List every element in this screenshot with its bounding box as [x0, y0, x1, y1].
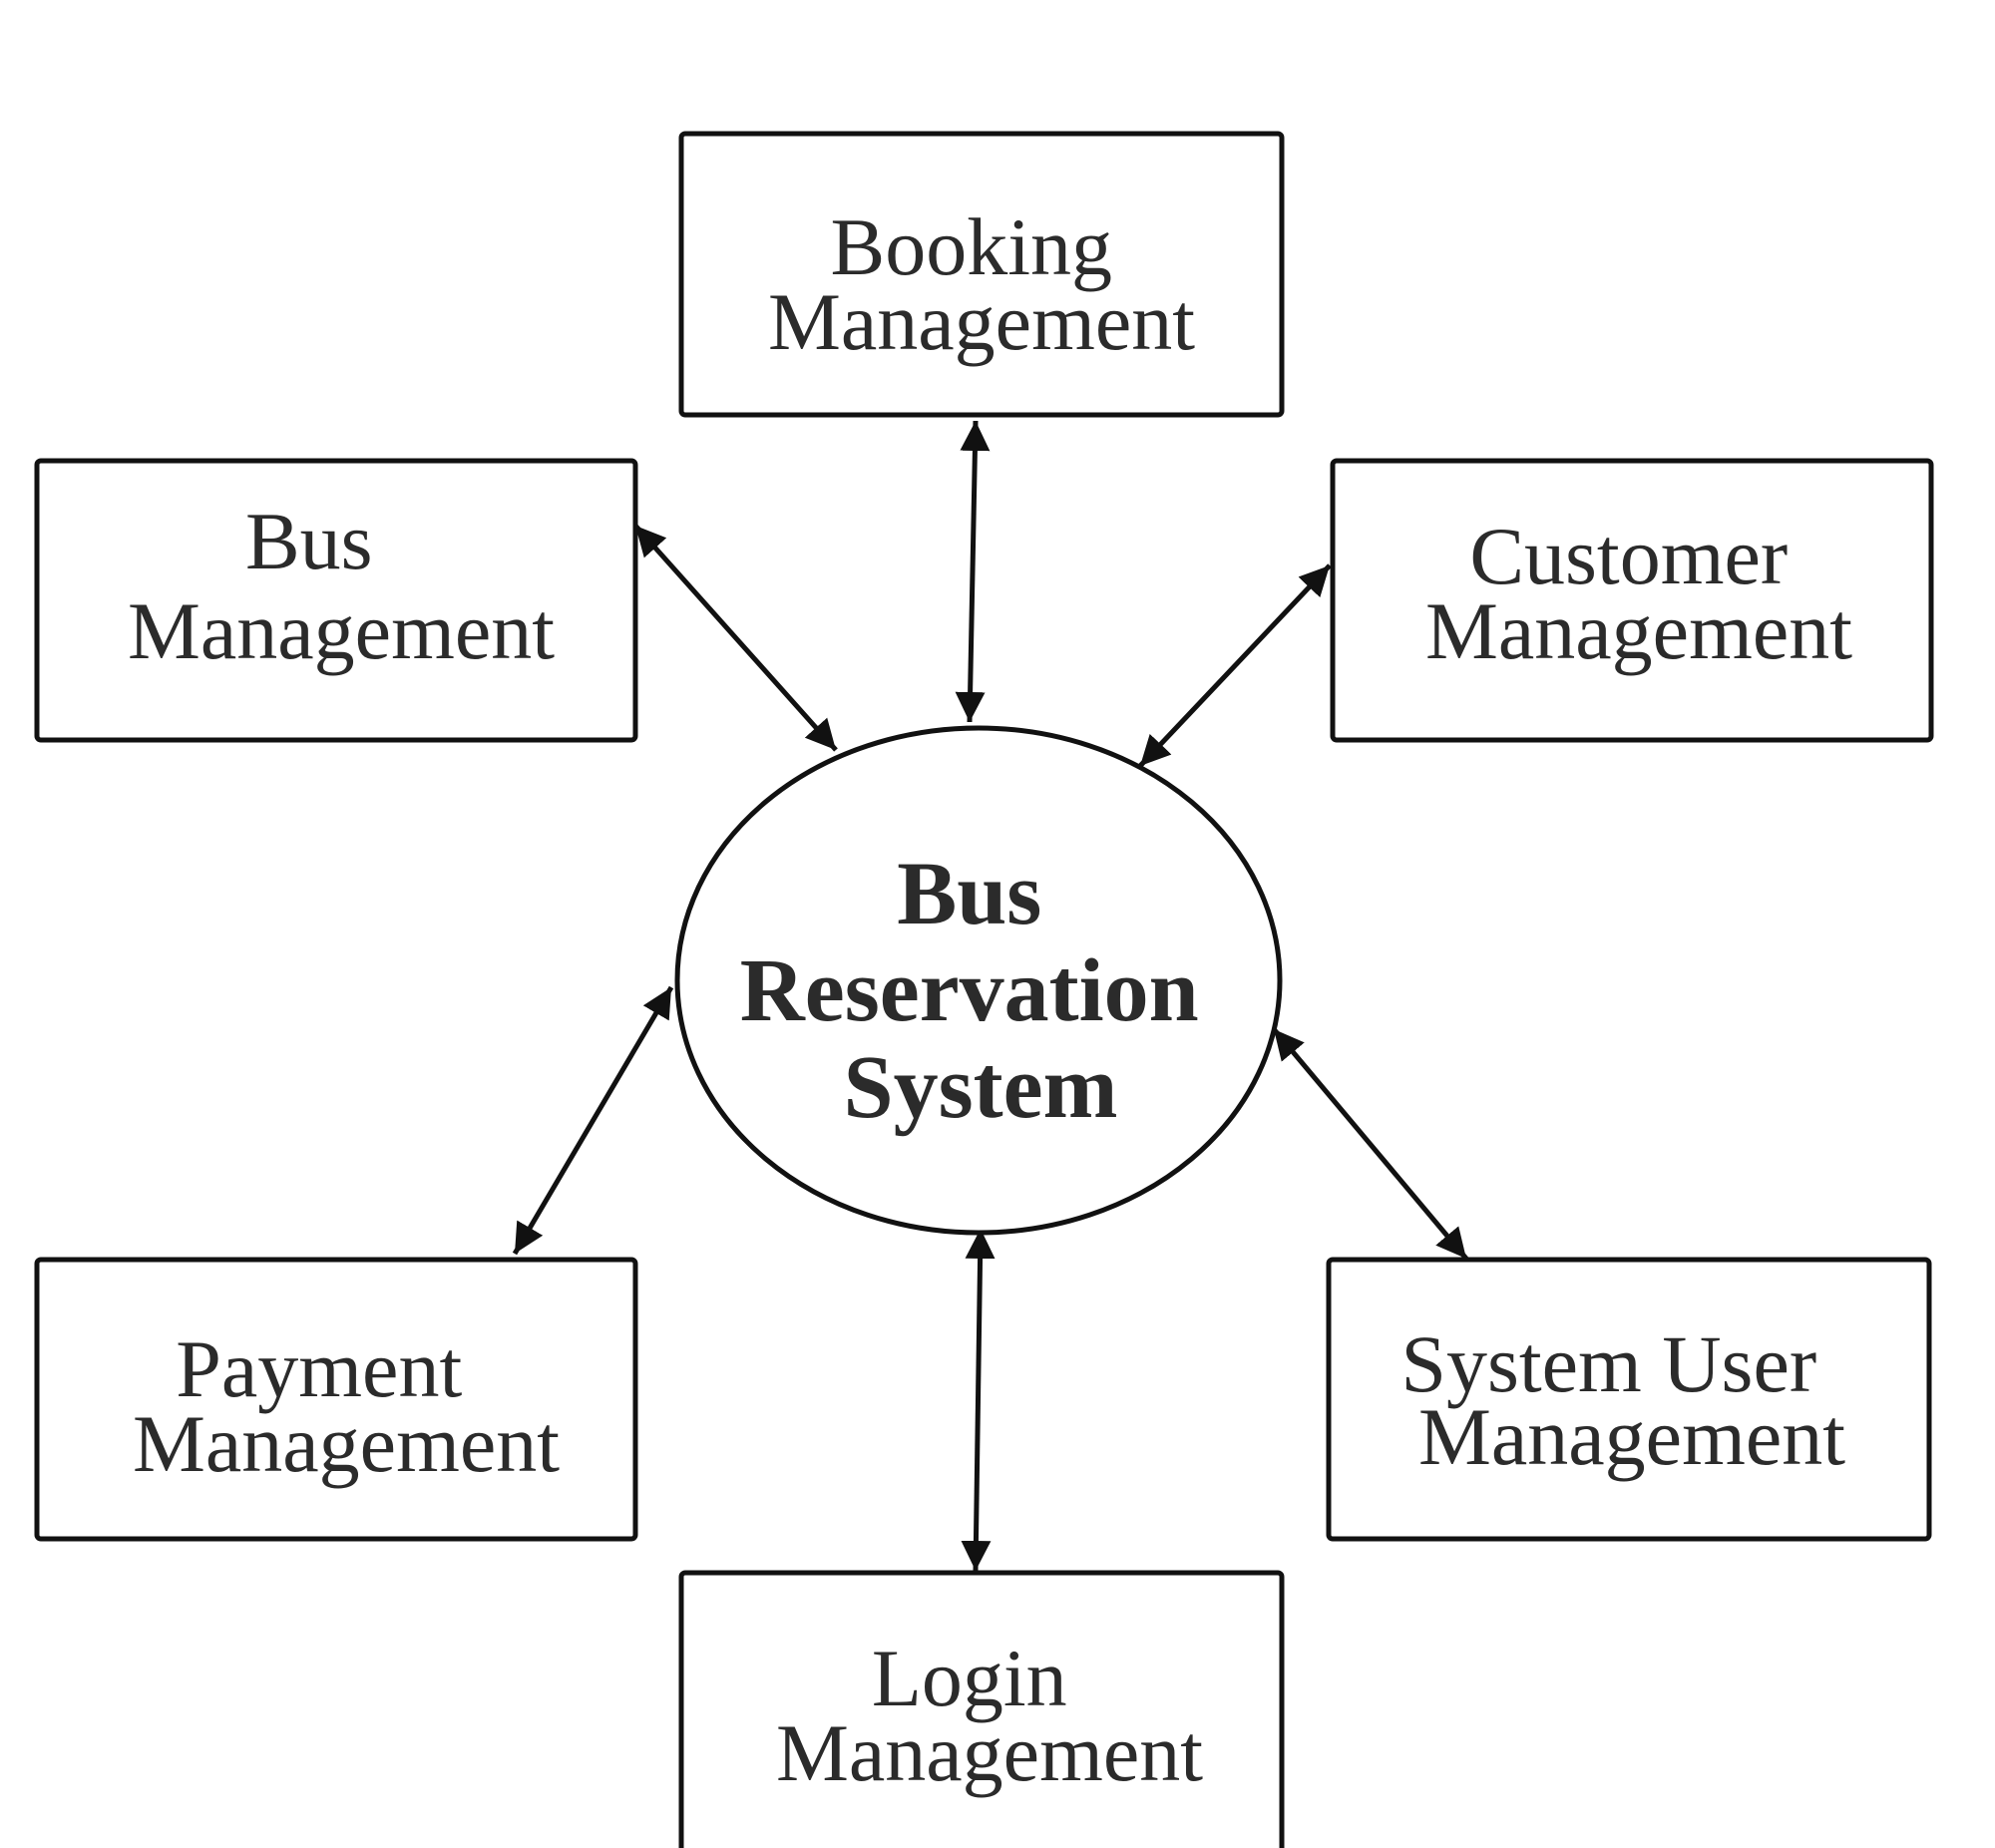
- module-label-bus-line-1: Bus: [245, 496, 373, 586]
- connector-customer: [1138, 563, 1332, 768]
- module-box-system-user: [1326, 1257, 1932, 1542]
- module-label-customer: Customer Management: [1425, 511, 1852, 676]
- module-label-login-line-1: Login: [872, 1633, 1067, 1723]
- central-label-line-3: System: [844, 1038, 1118, 1137]
- module-label-payment-line-2: Management: [133, 1398, 560, 1489]
- module-booking: Booking Management: [678, 131, 1285, 418]
- module-label-system-user-line-1: System User: [1400, 1318, 1816, 1409]
- connector-payment: [512, 985, 674, 1256]
- module-customer: Customer Management: [1330, 458, 1934, 743]
- module-label-system-user-line-2: Management: [1418, 1391, 1845, 1482]
- module-label-bus-line-2: Management: [128, 585, 555, 676]
- connector-login: [961, 1228, 996, 1572]
- module-box-login: [678, 1570, 1285, 1848]
- connector-booking: [955, 420, 991, 723]
- central-label: Bus Reservation System: [740, 845, 1221, 1137]
- module-label-payment-line-1: Payment: [176, 1323, 462, 1414]
- central-label-line-1: Bus: [897, 845, 1041, 943]
- module-label-system-user: System User Management: [1400, 1318, 1845, 1482]
- central-ellipse: [674, 725, 1283, 1236]
- module-label-booking-line-1: Booking: [831, 201, 1112, 292]
- module-box-customer: [1330, 458, 1934, 743]
- module-label-bus: Bus Management: [128, 496, 555, 676]
- module-label-booking: Booking Management: [768, 201, 1195, 367]
- module-system-user: System User Management: [1326, 1257, 1932, 1542]
- module-label-customer-line-2: Management: [1425, 585, 1852, 676]
- module-box-payment: [34, 1257, 638, 1542]
- connector-system-user: [1272, 1027, 1468, 1261]
- connectors: [512, 420, 1468, 1572]
- module-label-customer-line-1: Customer: [1469, 511, 1788, 601]
- module-bus: Bus Management: [34, 458, 638, 743]
- module-label-payment: Payment Management: [133, 1323, 560, 1489]
- central-system-node: Bus Reservation System: [674, 725, 1283, 1236]
- module-box-booking: [678, 131, 1285, 418]
- module-payment: Payment Management: [34, 1257, 638, 1542]
- module-label-login: Login Management: [776, 1633, 1203, 1798]
- module-login: Login Management: [678, 1570, 1285, 1848]
- central-label-line-2: Reservation: [740, 941, 1199, 1040]
- module-label-booking-line-2: Management: [768, 276, 1195, 367]
- module-box-bus: [34, 458, 638, 743]
- connector-bus: [633, 524, 838, 752]
- module-label-login-line-2: Management: [776, 1707, 1203, 1798]
